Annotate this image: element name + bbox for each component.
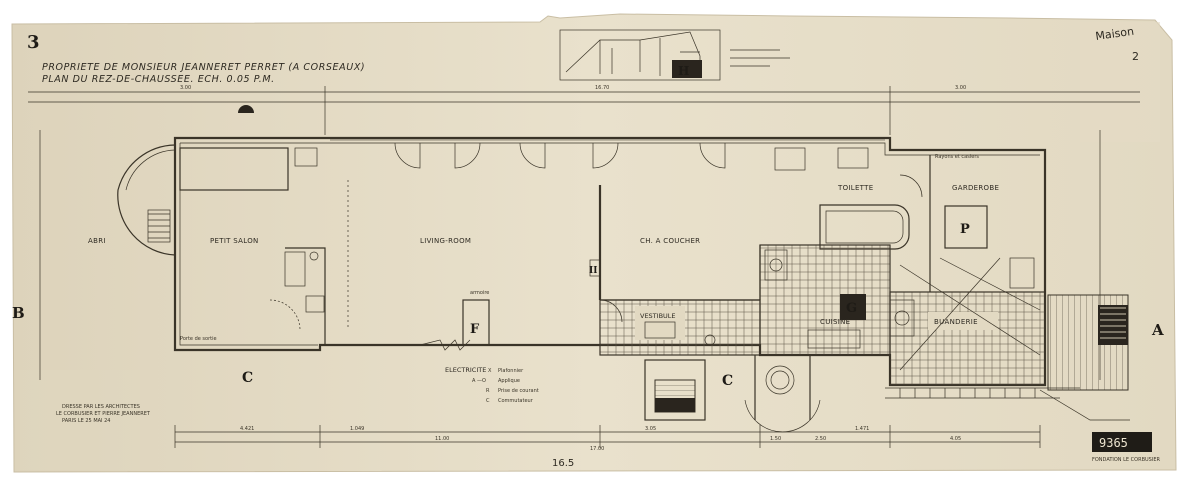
- section-marker-C-right: C: [722, 373, 733, 389]
- legend-symbol-1: X: [488, 368, 492, 374]
- signature-line-3: PARIS LE 25 MAI 24: [62, 418, 110, 424]
- room-toilette: TOILETTE: [837, 184, 873, 192]
- archive-stamp: 9365 FONDATION LE CORBUSIER: [1092, 432, 1160, 463]
- signature-line-2: LE CORBUSIER ET PIERRE JEANNERET: [56, 411, 151, 417]
- petit-salon: PETIT SALON: [179, 147, 326, 345]
- dimension-total-top: 16.70: [595, 85, 609, 91]
- dim-bottom-7: 1.471: [855, 426, 869, 432]
- stain-patch: [20, 370, 140, 470]
- room-buanderie: BUANDERIE: [934, 318, 978, 326]
- legend-symbol-4: C: [486, 398, 490, 404]
- dim-bottom-8: 4.05: [950, 436, 961, 442]
- dim-total-bottom: 17.00: [590, 446, 604, 452]
- signature-line-1: DRESSE PAR LES ARCHITECTES: [62, 404, 140, 410]
- letter-H: H: [678, 64, 689, 78]
- room-living-room: LIVING-ROOM: [420, 237, 471, 245]
- bottom-pencil-note: 16.5: [552, 458, 574, 469]
- top-perspective-sketch: H: [559, 29, 790, 81]
- room-vestibule: VESTIBULE: [640, 312, 676, 320]
- legend-item-1: Plafonnier: [498, 368, 524, 374]
- corner-pencil-note: Maison: [1095, 25, 1135, 43]
- dim-bottom-1: 4.421: [240, 426, 254, 432]
- section-marker-B: B: [12, 304, 25, 322]
- legend-item-2: Applique: [498, 378, 520, 384]
- entrance-porch: [644, 355, 821, 433]
- dim-bottom-3: 11.00: [435, 436, 449, 442]
- dimension-segment-right: 3.00: [955, 85, 966, 91]
- letter-II: II: [589, 266, 597, 276]
- electricite-legend: ELECTRICITE X Plafonnier A —O Applique R…: [445, 366, 539, 404]
- room-abri: ABRI: [88, 237, 106, 245]
- stamp-number: 9365: [1099, 436, 1128, 450]
- room-garderobe: GARDEROBE: [952, 184, 999, 192]
- legend-item-3: Prise de courant: [498, 388, 539, 394]
- room-petit-salon: PETIT SALON: [210, 237, 259, 245]
- paper-sheet: [11, 13, 1177, 473]
- toilette: TOILETTE: [819, 174, 923, 250]
- tape-patch: [1080, 22, 1160, 142]
- cuisine: G CUISINE: [759, 244, 891, 356]
- section-marker-C-left: C: [242, 370, 253, 386]
- dimension-segment-left: 3.00: [180, 85, 191, 91]
- section-marker-A: A: [1151, 321, 1164, 339]
- dim-bottom-5: 1.50: [770, 436, 781, 442]
- buanderie: BUANDERIE: [889, 257, 1046, 386]
- architect-signature: DRESSE PAR LES ARCHITECTES LE CORBUSIER …: [56, 404, 151, 424]
- bottom-dimension-line: 4.421 1.049 11.00 17.00 3.05 1.50 2.50 1…: [174, 425, 1041, 452]
- letter-P: P: [960, 222, 970, 237]
- legend-item-4: Commutateur: [498, 398, 534, 404]
- corner-pencil-number: 2: [1132, 50, 1139, 63]
- vestibule: VESTIBULE: [599, 299, 761, 356]
- note-porte-de-sortie: Porte de sortie: [180, 336, 217, 342]
- note-rayons: Rayons et casiers: [935, 154, 979, 160]
- dim-bottom-4: 3.05: [645, 426, 656, 432]
- garderobe: GARDEROBE P: [929, 155, 999, 292]
- title-line-1: PROPRIETE DE MONSIEUR JEANNERET PERRET (…: [42, 62, 365, 73]
- letter-G: G: [846, 301, 857, 316]
- letter-F: F: [470, 322, 480, 337]
- title-line-2: PLAN DU REZ-DE-CHAUSSEE. ECH. 0.05 P.M.: [42, 74, 275, 85]
- living-room: LIVING-ROOM F: [347, 142, 726, 351]
- legend-symbol-2: A —O: [472, 378, 486, 384]
- sheet-number: 3: [27, 32, 40, 53]
- note-armoire: armoire: [470, 290, 489, 296]
- room-cuisine: CUISINE: [820, 318, 850, 326]
- dim-bottom-2: 1.049: [350, 426, 364, 432]
- dim-bottom-6: 2.50: [815, 436, 826, 442]
- abri-shelter: ABRI: [88, 144, 176, 256]
- legend-symbol-3: R: [486, 388, 490, 394]
- exterior-stair: [885, 294, 1130, 421]
- top-dimension-line: 16.70 3.00 3.00: [28, 85, 1140, 135]
- legend-heading: ELECTRICITE: [445, 366, 486, 374]
- room-ch-coucher: CH. A COUCHER: [640, 237, 700, 245]
- stamp-label: FONDATION LE CORBUSIER: [1092, 457, 1160, 463]
- section-marker-top: [238, 105, 254, 113]
